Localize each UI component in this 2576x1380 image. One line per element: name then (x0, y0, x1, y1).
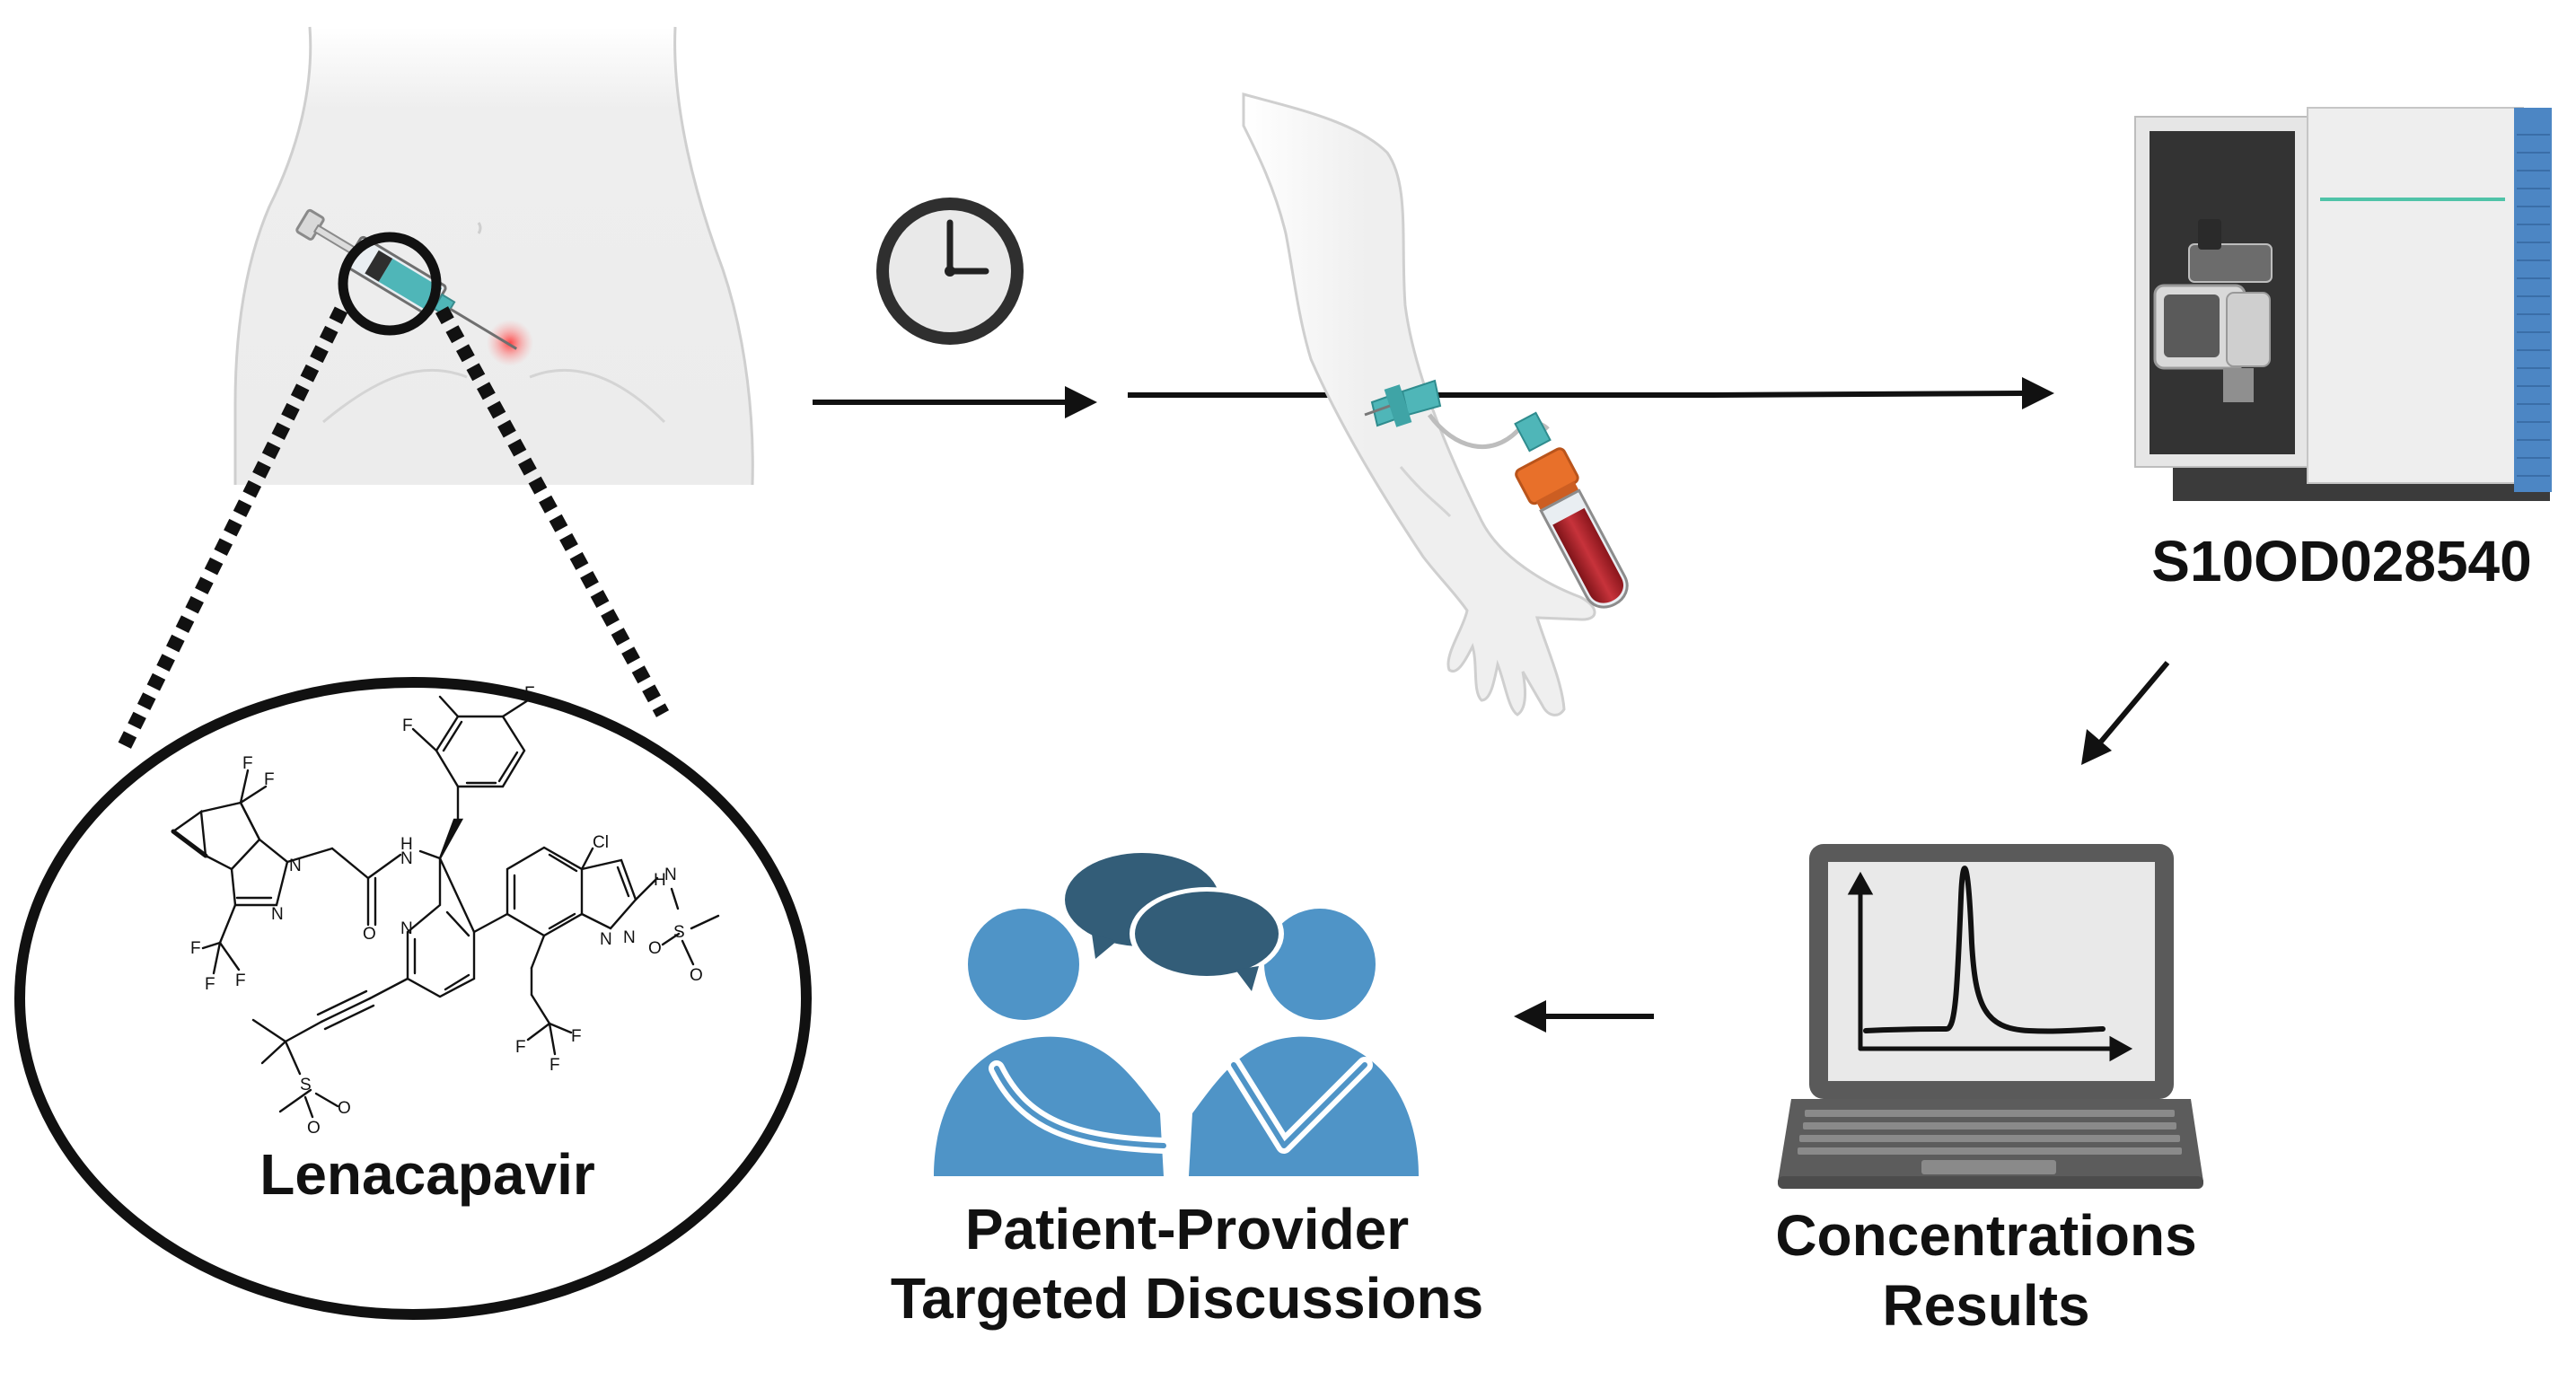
blood-tube-icon (1515, 447, 1629, 609)
injection-site-glow (487, 320, 533, 366)
atom-s: S (673, 923, 685, 942)
atom-o: O (307, 1119, 321, 1138)
atom-cl: Cl (593, 833, 609, 852)
atom-h: H (400, 835, 413, 854)
arrow-instrument-to-laptop (2081, 661, 2170, 765)
zoom-line-left (114, 306, 348, 756)
atom-o: O (690, 966, 703, 985)
discussion-label-line1: Patient-Provider (965, 1197, 1409, 1261)
mass-spectrometer-icon (2134, 107, 2552, 501)
atom-o: O (648, 939, 662, 958)
lenacapavir-structure (171, 695, 720, 1119)
atom-f: F (549, 1056, 560, 1075)
atom-h: H (654, 871, 666, 890)
atom-n: N (664, 866, 677, 884)
abdomen-icon (233, 26, 754, 486)
discussion-label-line2: Targeted Discussions (891, 1266, 1483, 1331)
atom-f: F (190, 939, 201, 958)
atom-f: F (235, 971, 246, 990)
atom-n: N (400, 919, 413, 938)
magnifier-icon (338, 232, 442, 336)
atom-f: F (524, 684, 535, 703)
atom-f: F (515, 1038, 526, 1057)
molecule-name: Lenacapavir (259, 1142, 595, 1207)
atom-n: N (400, 849, 413, 868)
atom-n: N (271, 905, 284, 924)
atom-o: O (338, 1099, 351, 1118)
molecule-zoom-ellipse (14, 677, 812, 1320)
arrow-laptop-to-discussion (1514, 1000, 1654, 1033)
speech-bubbles-icon (1065, 853, 1284, 991)
laptop-icon (1778, 844, 2203, 1189)
atom-n: N (289, 857, 302, 875)
instrument-label: S10OD028540 (2151, 529, 2531, 593)
atom-f: F (242, 754, 253, 773)
atom-n: N (600, 930, 612, 949)
results-label-line1: Concentrations (1775, 1203, 2196, 1268)
arrow-blood-to-instrument (1712, 377, 2054, 409)
atom-n: N (623, 928, 636, 947)
atom-o: O (363, 925, 376, 944)
zoom-line-right (435, 306, 670, 717)
molecule-atom-labels: F F N N F F F O H N N F F S O O Cl H N S… (190, 684, 703, 1138)
atom-f: F (205, 975, 215, 994)
results-label-line2: Results (1882, 1273, 2089, 1338)
atom-f: F (571, 1027, 582, 1046)
atom-f: F (402, 716, 413, 735)
clock-icon (876, 198, 1024, 345)
arrow-injection-to-draw (813, 386, 1097, 418)
chromatogram-icon (1847, 866, 2133, 1062)
atom-s: S (300, 1076, 312, 1094)
two-people-icon (934, 909, 1419, 1176)
butterfly-needle-icon (1364, 379, 1552, 453)
atom-f: F (264, 770, 275, 789)
